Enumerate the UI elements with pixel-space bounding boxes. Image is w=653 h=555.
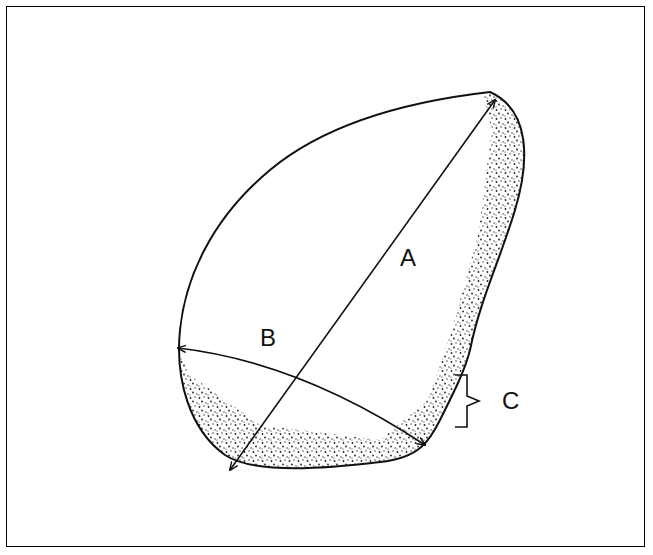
bracket-c (455, 375, 479, 427)
dimension-arrow-a (230, 100, 495, 470)
dimension-label: A (398, 245, 418, 271)
dimension-arrow-b (178, 348, 425, 445)
seed-outline (179, 92, 524, 468)
bracket-label: C (500, 388, 521, 414)
dimension-label: B (258, 325, 278, 351)
stippling (165, 85, 545, 505)
